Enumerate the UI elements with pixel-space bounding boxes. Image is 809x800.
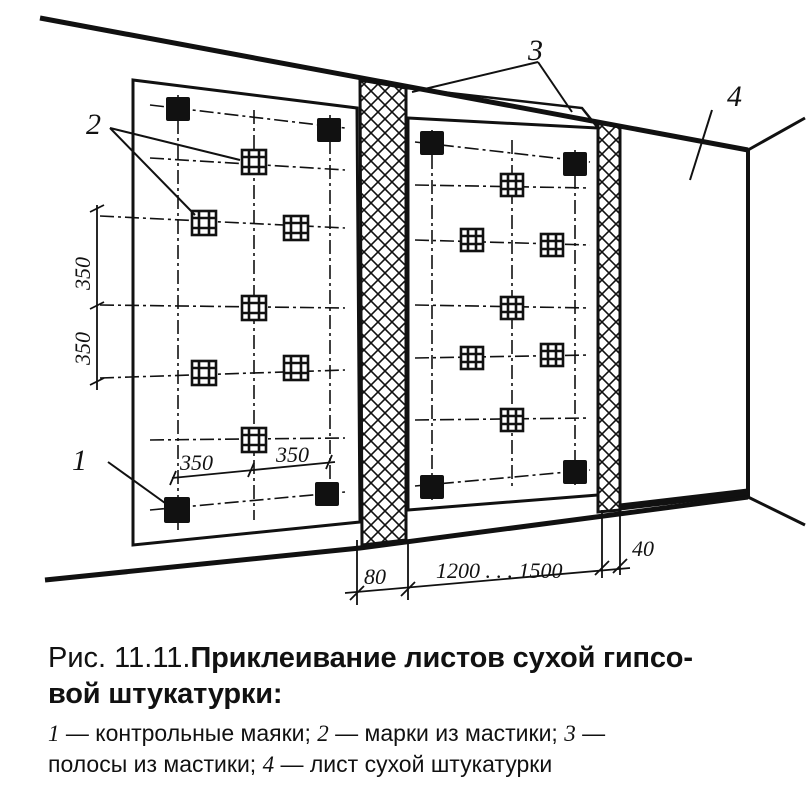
ceiling-line — [39, 15, 749, 153]
diagram: 1 2 3 4 350 350 350 350 80 1200 . . . 15… — [39, 15, 806, 605]
legend-text-3: — — [575, 720, 606, 746]
mark — [190, 209, 218, 237]
callout-4: 4 — [727, 80, 742, 113]
beacon — [420, 475, 444, 499]
beacon — [164, 497, 190, 523]
figure-caption: Рис. 11.11.Приклеивание листов сухой гип… — [48, 640, 798, 780]
control-beacons — [164, 97, 587, 523]
ceiling-right — [747, 116, 806, 152]
dim-label-80: 80 — [364, 564, 386, 589]
callout-2: 2 — [86, 108, 101, 141]
floor-line — [44, 494, 749, 583]
callout-3: 3 — [527, 34, 543, 67]
dim-label-h1: 350 — [179, 450, 213, 475]
beacon — [563, 152, 587, 176]
callout-1: 1 — [72, 444, 87, 477]
dim-vertical — [89, 204, 105, 390]
dim-label-40: 40 — [632, 536, 654, 561]
legend-text-4: — лист сухой штукатурки — [274, 751, 553, 777]
dim-label-v1: 350 — [70, 257, 95, 291]
beacon — [563, 460, 587, 484]
caption-legend: 1 — контрольные маяки; 2 — марки из маст… — [48, 718, 798, 780]
mark — [499, 407, 525, 433]
baseboard — [619, 488, 749, 511]
beacon — [317, 118, 341, 142]
mastic-strip-2 — [596, 121, 622, 514]
caption-title: Рис. 11.11.Приклеивание листов сухой гип… — [48, 640, 798, 712]
diagram-svg: 1 2 3 4 350 350 350 350 80 1200 . . . 15… — [39, 15, 806, 605]
legend-num-4: 4 — [262, 752, 275, 777]
floor-right — [747, 495, 806, 527]
mark — [282, 354, 310, 382]
dim-label-h2: 350 — [275, 442, 309, 467]
caption-title-line2: вой штукатурки: — [48, 678, 283, 710]
mark — [539, 342, 565, 368]
mark — [190, 359, 218, 387]
mark — [240, 294, 268, 322]
mastic-strip-1 — [358, 78, 408, 547]
legend-num-1: 1 — [48, 721, 60, 746]
mark — [539, 232, 565, 258]
caption-prefix: Рис. 11.11. — [48, 642, 191, 674]
mark — [499, 295, 525, 321]
beacon — [315, 482, 339, 506]
dim-label-1200: 1200 . . . 1500 — [436, 558, 563, 583]
legend-num-3: 3 — [564, 721, 576, 746]
mastic-marks — [190, 148, 565, 454]
mark — [459, 345, 485, 371]
mark — [459, 227, 485, 253]
dim-horizontal-left — [169, 454, 336, 486]
legend-num-2: 2 — [317, 721, 329, 746]
right-sheet-top-edge — [405, 86, 599, 129]
beacon — [166, 97, 190, 121]
mark — [282, 214, 310, 242]
dim-label-v2: 350 — [70, 332, 95, 366]
legend-text-3b: полосы из мастики; — [48, 751, 263, 777]
leader-lines — [107, 61, 713, 504]
mark — [240, 426, 268, 454]
caption-title-line1: Приклеивание листов сухой гипсо- — [190, 642, 693, 674]
legend-text-1: — контрольные маяки; — [59, 720, 318, 746]
mark — [499, 172, 525, 198]
mark — [240, 148, 268, 176]
dim-floor — [344, 510, 631, 605]
beacon — [420, 131, 444, 155]
legend-text-2: — марки из мастики; — [328, 720, 565, 746]
